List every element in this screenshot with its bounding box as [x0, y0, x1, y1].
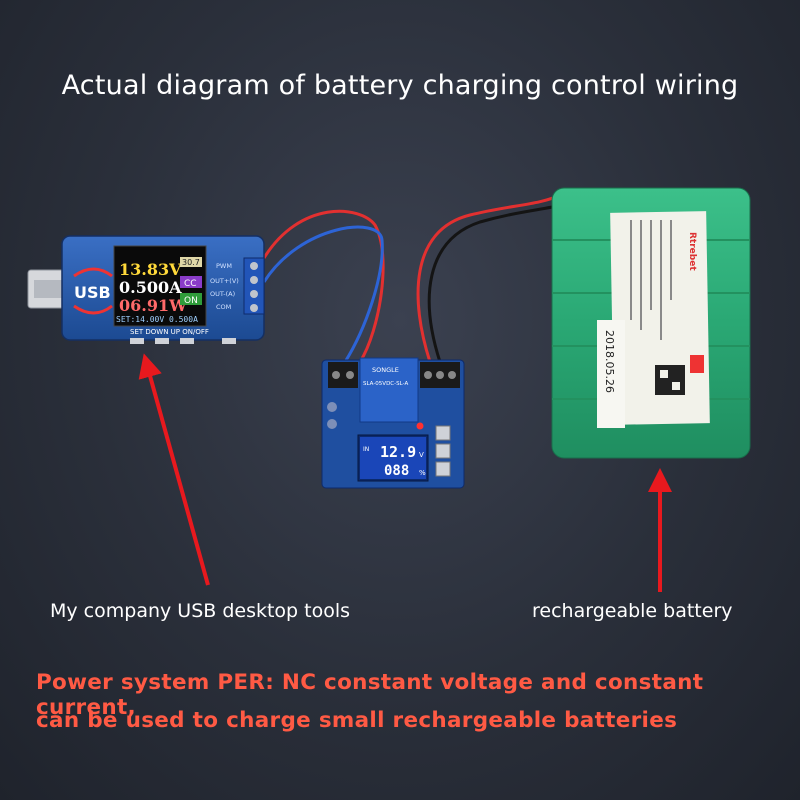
lcd-set-line: SET:14.00V 0.500A [116, 315, 198, 324]
relay-display-voltage: 12.9 [380, 443, 416, 461]
battery-label-lines [630, 220, 672, 340]
lcd-temp: 30.7 [182, 258, 200, 267]
usb-button-labels: SET DOWN UP ON/OFF [130, 328, 209, 336]
qr-code [655, 365, 685, 395]
footer-line-2: can be used to charge small rechargeable… [36, 708, 678, 733]
red-wire-battery [416, 193, 561, 363]
date-sticker [597, 320, 625, 428]
blue-wire-usb [262, 225, 384, 363]
page-title: Actual diagram of battery charging contr… [61, 70, 739, 101]
usb-logo: USB [74, 283, 111, 302]
black-wire-battery [427, 203, 563, 363]
label-usb-tool: My company USB desktop tools [50, 600, 351, 622]
relay-display-pct: 088 [384, 463, 409, 479]
relay-led [416, 422, 424, 430]
arrow-to-usb-tool [138, 353, 210, 586]
lcd-mode-cc: CC [184, 279, 197, 289]
relay-button-2 [435, 443, 451, 459]
red-wire-usb [262, 209, 385, 363]
port-label-pwm: PWM [216, 262, 232, 270]
dkcc-badge [690, 355, 704, 373]
lcd-mode-on: ON [184, 296, 198, 306]
battery-pack: Rtrebet 2018.05.26 [551, 187, 751, 459]
relay-model: SLA-05VDC-SL-A [363, 381, 408, 387]
port-label-outa: OUT-(A) [210, 290, 235, 298]
usb-meter: USB 13.83V 0.500A 06.91W SET:14.00V 0.50… [27, 235, 265, 344]
lcd-power: 06.91W [119, 296, 188, 315]
port-label-outv: OUT+(V) [210, 277, 239, 285]
relay-brand: SONGLE [372, 366, 399, 374]
relay-module: SONGLE SLA-05VDC-SL-A IN 12.9 V 088 % [321, 357, 465, 489]
usb-terminal-block [243, 257, 265, 315]
battery-logo: Rtrebet [687, 232, 697, 271]
relay-display-pct-sign: % [419, 469, 426, 477]
lcd-current: 0.500A [119, 278, 182, 297]
relay-button-3 [435, 461, 451, 477]
relay-button-1 [435, 425, 451, 441]
lcd-voltage: 13.83V [119, 260, 182, 279]
wires [262, 193, 563, 363]
relay-cube [359, 357, 419, 423]
port-label-com: COM [216, 303, 231, 311]
battery-date: 2018.05.26 [603, 330, 616, 393]
relay-display-v: V [419, 451, 424, 459]
footer-line-1: Power system PER: NC constant voltage an… [36, 670, 704, 720]
relay-display-in: IN [363, 446, 369, 453]
label-battery: rechargeable battery [532, 600, 733, 622]
annotation-arrows [138, 353, 672, 592]
